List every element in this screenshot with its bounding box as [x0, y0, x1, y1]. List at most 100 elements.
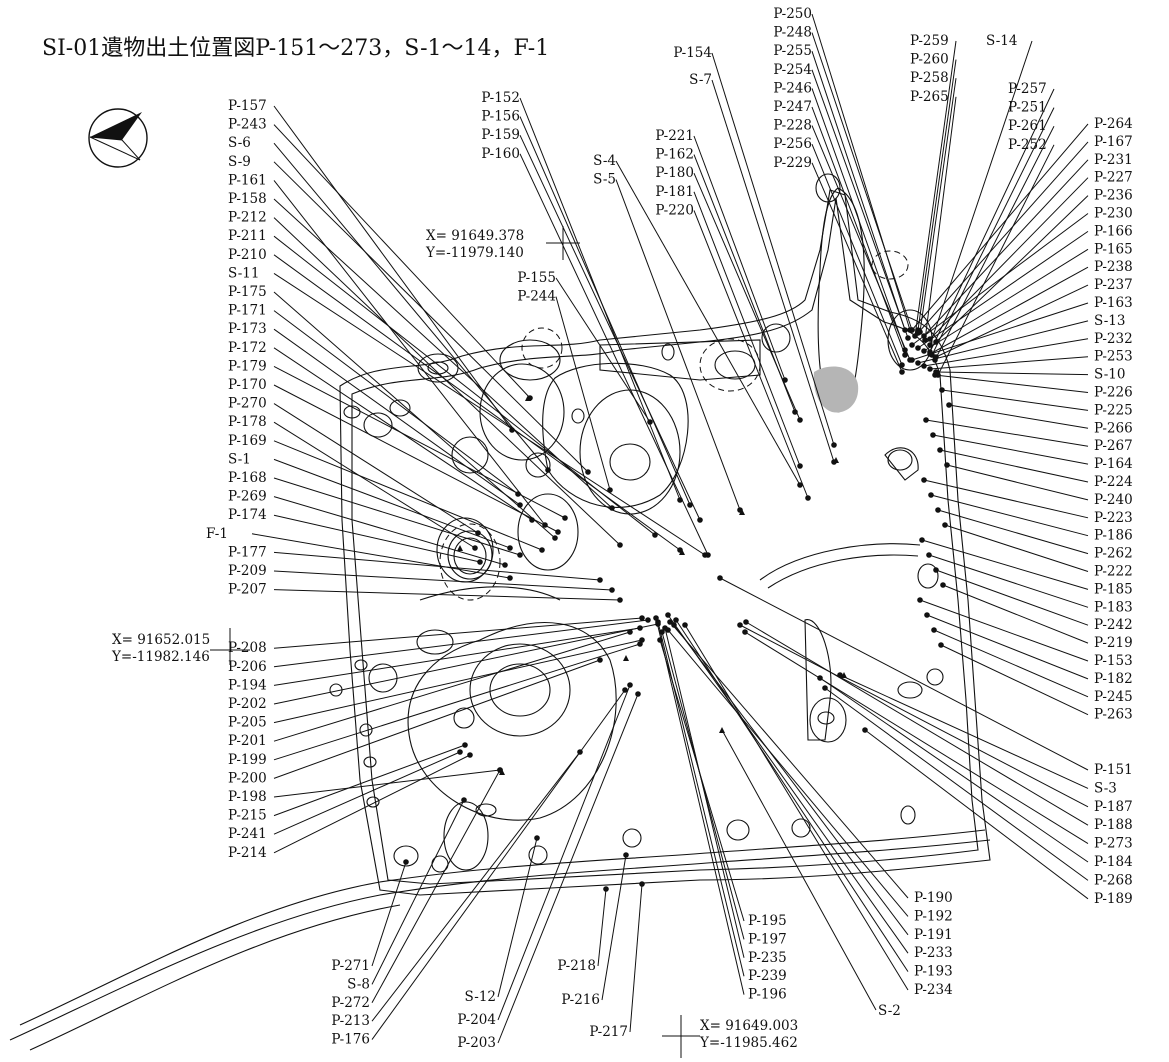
leader-line	[519, 153, 709, 556]
leader-line	[935, 195, 1089, 343]
leader-line	[839, 674, 1089, 789]
find-point	[831, 442, 837, 448]
find-point	[946, 402, 952, 408]
coordinate-y-label: Y=-11982.146	[111, 649, 210, 665]
leader-line	[497, 837, 538, 998]
leader-line	[273, 659, 601, 779]
leader-line	[819, 677, 1089, 863]
find-point	[944, 462, 950, 468]
artifact-label: P-243	[228, 117, 267, 133]
leader-line	[919, 599, 1089, 662]
find-point	[609, 587, 615, 593]
artifact-label: P-160	[481, 146, 520, 162]
stone-marker	[841, 672, 847, 678]
artifact-label: P-247	[773, 99, 812, 115]
artifact-label: P-183	[1094, 599, 1133, 615]
leader-line	[273, 403, 479, 534]
artifact-label: P-152	[481, 90, 520, 106]
leader-line	[711, 52, 835, 446]
artifact-label: P-171	[228, 303, 267, 319]
artifact-label: P-261	[1008, 118, 1047, 134]
find-point	[645, 617, 651, 623]
artifact-label: P-198	[228, 789, 267, 805]
artifact-label: P-265	[910, 89, 949, 105]
leader-line	[935, 569, 1089, 626]
artifact-label: P-270	[228, 396, 267, 412]
leader-line	[923, 248, 1089, 352]
artifact-label: P-234	[914, 982, 953, 998]
find-point	[673, 617, 679, 623]
leader-line	[497, 693, 639, 1044]
find-point	[639, 881, 645, 887]
leader-line	[273, 514, 481, 563]
artifact-label: P-169	[228, 433, 267, 449]
figure-title: SI-01遺物出土位置図P-151～273，S-1～14，F-1	[42, 36, 550, 61]
leader-line	[911, 123, 1089, 331]
leader-line	[811, 162, 903, 373]
leader-line	[273, 627, 641, 686]
leader-line	[497, 684, 631, 1021]
artifact-label: P-175	[228, 284, 267, 300]
find-point	[935, 507, 941, 513]
find-point	[627, 682, 633, 688]
artifact-label: P-272	[331, 995, 370, 1011]
stone-marker	[739, 509, 745, 515]
find-point	[639, 615, 645, 621]
artifact-label: P-250	[773, 6, 812, 22]
artifact-label: P-222	[1094, 564, 1133, 580]
find-point	[932, 372, 938, 378]
artifact-label: S-10	[1094, 367, 1125, 383]
leader-line	[615, 160, 801, 486]
leader-line	[917, 141, 1089, 334]
artifact-label: P-164	[1094, 456, 1133, 472]
artifact-label: P-227	[1094, 170, 1133, 186]
artifact-label: S-1	[228, 451, 251, 467]
find-point	[902, 327, 908, 333]
artifact-label: P-163	[1094, 295, 1133, 311]
artifact-label: P-182	[1094, 671, 1133, 687]
leader-line	[911, 302, 1089, 361]
leader-line	[273, 754, 471, 854]
artifact-label: P-217	[589, 1024, 628, 1040]
find-point	[467, 752, 473, 758]
artifact-label: S-11	[228, 265, 259, 281]
find-point	[657, 637, 663, 643]
leader-line	[273, 328, 521, 506]
artifact-label: S-13	[1094, 313, 1125, 329]
leader-line	[948, 404, 1089, 429]
leader-line	[921, 539, 1089, 590]
leader-line	[675, 619, 909, 972]
find-point	[927, 336, 933, 342]
artifact-label: P-252	[1008, 137, 1047, 153]
find-point	[905, 335, 911, 341]
find-point	[457, 749, 463, 755]
leader-line	[931, 107, 1055, 356]
artifact-label: S-4	[593, 153, 616, 169]
find-point	[682, 622, 688, 628]
leader-line	[273, 217, 621, 546]
leader-line	[929, 88, 1055, 353]
find-point	[652, 532, 658, 538]
artifact-label: P-236	[1094, 188, 1133, 204]
leader-line	[946, 464, 1089, 501]
find-point	[671, 622, 677, 628]
leader-line	[934, 374, 1089, 393]
coordinate-x-label: X= 91649.003	[700, 1018, 798, 1034]
artifact-label: P-168	[228, 470, 267, 486]
artifact-label: P-246	[773, 80, 812, 96]
artifact-label: P-242	[1094, 617, 1133, 633]
north-arrow-icon	[88, 108, 148, 168]
artifact-label: P-194	[228, 677, 267, 693]
find-point	[617, 597, 623, 603]
find-point	[577, 749, 583, 755]
leader-line	[273, 751, 461, 835]
artifact-label: P-188	[1094, 817, 1133, 833]
find-point	[623, 852, 629, 858]
leader-line	[251, 533, 511, 579]
artifact-label: P-241	[228, 826, 267, 842]
leader-line	[371, 799, 465, 985]
leader-line	[745, 621, 1089, 826]
find-point	[921, 333, 927, 339]
find-point	[921, 348, 927, 354]
leader-line	[673, 624, 909, 936]
